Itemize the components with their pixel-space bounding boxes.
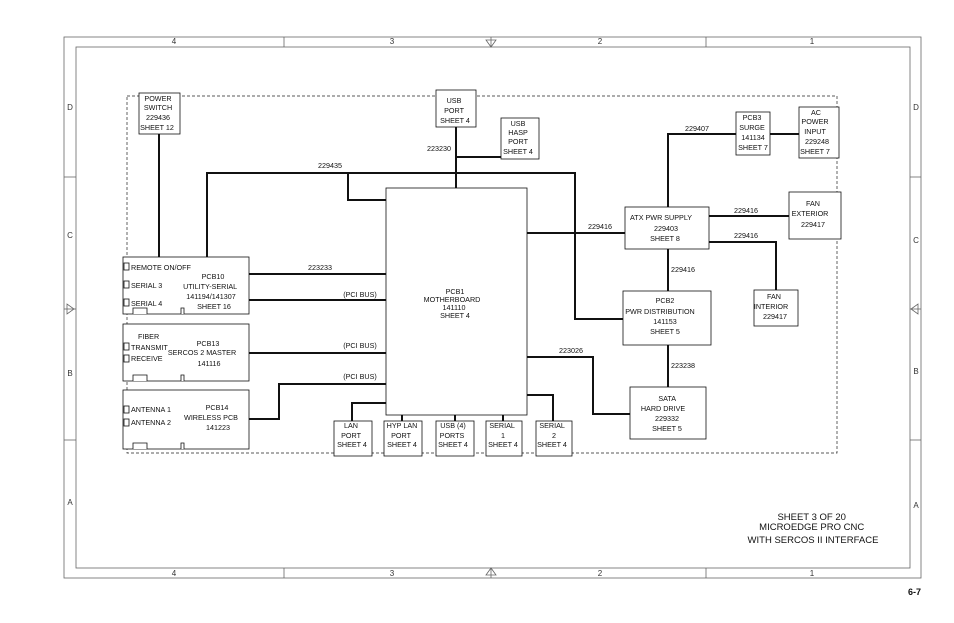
pcb13-label: PCB13 SERCOS 2 MASTER 141116	[168, 339, 238, 368]
pci-bus-3-label: (PCI BUS)	[343, 372, 377, 381]
serial1-label: SERIAL 1 SHEET 4	[488, 421, 518, 449]
pci-bus-1-label: (PCI BUS)	[343, 290, 377, 299]
pci-bus-2-label: (PCI BUS)	[343, 341, 377, 350]
hyp-lan-box	[383, 420, 423, 457]
pcb13-ports-label: FIBER TRANSMIT RECEIVE	[131, 332, 170, 363]
title-line-2: MICROEDGE PRO CNC	[759, 522, 864, 533]
pcb3-label: PCB3 SURGE 141134 SHEET 7	[738, 113, 768, 152]
serial1-box	[485, 420, 523, 457]
cable-229416-b-label: 229416	[734, 206, 758, 215]
hyp-lan-label: HYP LAN PORT SHEET 4	[387, 421, 420, 449]
title-block: SHEET 3 OF 20 MICROEDGE PRO CNC WITH SER…	[748, 512, 879, 546]
pcb2-box	[622, 290, 712, 346]
usb-hasp-label: USB HASP PORT SHEET 4	[503, 119, 533, 156]
zone-col-bottom-1: 1	[810, 569, 815, 578]
pcb10-box	[122, 256, 250, 315]
zone-col-top-4: 4	[172, 37, 177, 46]
serial2-box	[535, 420, 573, 457]
card-details	[123, 262, 185, 449]
lan-box	[333, 420, 373, 457]
pcb14-label: PCB14 WIRELESS PCB 141223	[184, 403, 240, 432]
zone-row-left-d: D	[67, 103, 73, 112]
power-switch-label: POWER SWITCH 229436 SHEET 12	[140, 94, 174, 132]
zone-col-top-1: 1	[810, 37, 815, 46]
usb4-label: USB (4) PORTS SHEET 4	[438, 421, 468, 449]
pcb2-label: PCB2 PWR DISTRIBUTION 141153 SHEET 5	[625, 296, 696, 336]
sata-box	[629, 386, 707, 440]
cable-223230-label: 223230	[427, 144, 451, 153]
serial2-label: SERIAL 2 SHEET 4	[537, 421, 567, 449]
pcb1-box	[385, 187, 528, 416]
title-line-1: SHEET 3 OF 20	[777, 512, 845, 523]
pcb1-label: PCB1 MOTHERBOARD 141110 SHEET 4	[424, 287, 483, 320]
cable-223026-label: 223026	[559, 346, 583, 355]
cable-223233-label: 223233	[308, 263, 332, 272]
pcb14-box	[122, 389, 250, 450]
pcb14-ports-label: ANTENNA 1 ANTENNA 2	[131, 405, 173, 427]
fan-exterior-label: FAN EXTERIOR 229417	[792, 199, 831, 229]
atx-label: ATX PWR SUPPLY 229403 SHEET 8	[630, 213, 694, 243]
inner-frame	[75, 46, 911, 569]
cable-223238-label: 223238	[671, 361, 695, 370]
fan-interior-label: FAN INTERIOR 229417	[754, 292, 790, 321]
cable-229416-a-label: 229416	[588, 222, 612, 231]
pcb3-box	[735, 111, 771, 156]
pcb13-box	[122, 323, 250, 382]
zone-col-top-2: 2	[598, 37, 603, 46]
sata-label: SATA HARD DRIVE 229332 SHEET 5	[641, 394, 687, 433]
zone-col-bottom-3: 3	[390, 569, 395, 578]
zone-row-right-d: D	[913, 103, 919, 112]
page-number: 6-7	[908, 587, 921, 597]
pcb10-label: PCB10 UTILITY-SERIAL 141194/141307 SHEET…	[183, 272, 239, 311]
usb-hasp-box	[500, 117, 540, 160]
zone-col-top-3: 3	[390, 37, 395, 46]
ac-power-box	[798, 106, 840, 159]
title-line-3: WITH SERCOS II INTERFACE	[748, 535, 879, 546]
cable-229407-label: 229407	[685, 124, 709, 133]
zone-col-bottom-4: 4	[172, 569, 177, 578]
zone-row-left-a: A	[67, 498, 73, 507]
zone-row-right-b: B	[913, 367, 918, 376]
zone-row-right-c: C	[913, 236, 919, 245]
center-marks	[66, 39, 919, 576]
atx-box	[624, 206, 710, 250]
fan-interior-box	[753, 289, 799, 327]
outer-frame	[63, 36, 922, 579]
cable-229435-label: 229435	[318, 161, 342, 170]
zone-row-left-b: B	[67, 369, 72, 378]
zone-row-right-a: A	[913, 501, 919, 510]
fan-exterior-box	[788, 191, 842, 240]
cable-229416-d-label: 229416	[671, 265, 695, 274]
zone-row-left-c: C	[67, 231, 73, 240]
power-switch-box	[138, 92, 181, 135]
ac-power-label: AC POWER INPUT 229248 SHEET 7	[800, 108, 831, 156]
cable-229416-c-label: 229416	[734, 231, 758, 240]
usb-port-box	[435, 89, 477, 128]
zone-ticks	[64, 37, 921, 578]
usb-port-label: USB PORT SHEET 4	[440, 96, 470, 125]
pcb10-ports-label: REMOTE ON/OFF SERIAL 3 SERIAL 4	[131, 263, 193, 308]
usb4-box	[435, 420, 475, 457]
lan-label: LAN PORT SHEET 4	[337, 421, 367, 449]
zone-col-bottom-2: 2	[598, 569, 603, 578]
